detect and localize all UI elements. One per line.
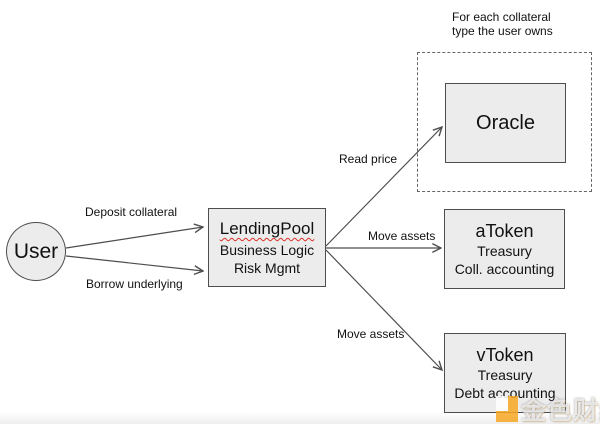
node-atoken-subtitle2: Coll. accounting (454, 261, 555, 278)
node-lending-pool-subtitle1: Business Logic (219, 241, 315, 258)
watermark-brand-text: 金色财经 (521, 397, 600, 424)
edge-deposit-collateral-arrow (65, 227, 203, 249)
node-lending-pool-subtitle2: Risk Mgmt (233, 259, 301, 276)
collateral-note-line1: For each collateral (452, 10, 551, 24)
node-user-label: User (13, 239, 59, 263)
edge-label-move-assets-atoken: Move assets (368, 229, 436, 243)
edge-label-borrow-underlying: Borrow underlying (86, 277, 183, 291)
node-vtoken-subtitle1: Treasury (477, 367, 533, 384)
node-user: User (6, 222, 66, 281)
node-vtoken-subtitle2: Debt accounting (454, 385, 556, 402)
collateral-note: For each collateral type the user owns (452, 10, 553, 38)
watermark-jinse-finance: 金色财经 (496, 391, 600, 424)
jinse-logo-icon (496, 396, 518, 422)
edge-label-deposit-collateral: Deposit collateral (85, 205, 178, 219)
node-oracle: Oracle (445, 83, 566, 163)
node-lending-pool-title: LendingPool (219, 219, 315, 239)
node-atoken: aToken Treasury Coll. accounting (444, 209, 565, 289)
node-atoken-title: aToken (475, 220, 534, 241)
node-lending-pool: LendingPool Business Logic Risk Mgmt (208, 208, 326, 287)
edge-move-assets-vtoken-arrow (325, 249, 442, 370)
per-collateral-dashed-region (417, 52, 592, 192)
edge-borrow-underlying-arrow (65, 255, 203, 271)
edge-label-read-price: Read price (339, 152, 398, 166)
collateral-note-line2: type the user owns (452, 23, 553, 38)
node-atoken-subtitle1: Treasury (477, 243, 532, 260)
node-oracle-title: Oracle (476, 111, 535, 134)
edge-label-move-assets-vtoken: Move assets (337, 327, 405, 341)
node-vtoken-title: vToken (476, 344, 534, 365)
